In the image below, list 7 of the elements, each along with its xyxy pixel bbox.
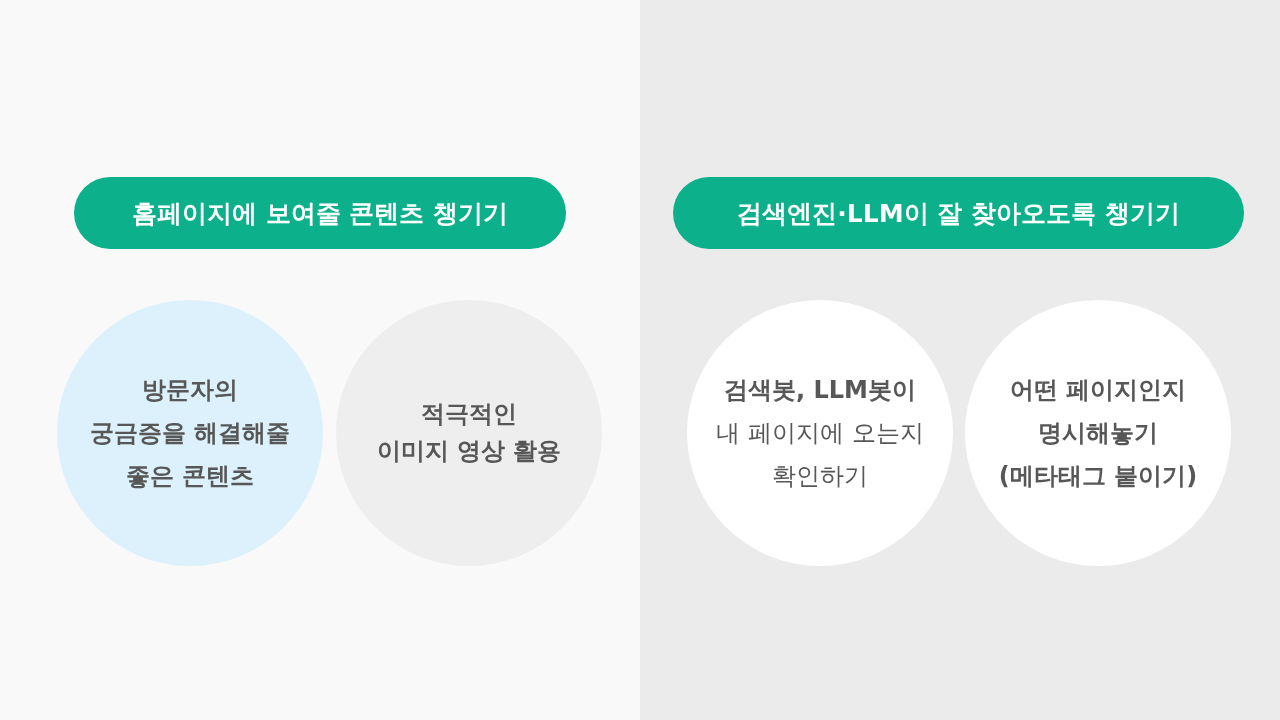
circle-text: 어떤 페이지인지 명시해놓기 (메타태그 붙이기) xyxy=(998,374,1198,492)
circle-text: 방문자의 궁금증을 해결해줄 좋은 콘텐츠 xyxy=(89,374,291,492)
circle-text: 내 페이지에 오는지 확인하기 xyxy=(716,417,924,492)
circle-text: 적극적인 이미지 영상 활용 xyxy=(376,399,562,467)
section-heading: 홈페이지에 보여줄 콘텐츠 챙기기 xyxy=(131,197,509,230)
circle-text: 검색봇, LLM봇이 xyxy=(724,374,916,406)
section-heading: 검색엔진·LLM이 잘 찾아오도록 챙기기 xyxy=(737,197,1180,230)
